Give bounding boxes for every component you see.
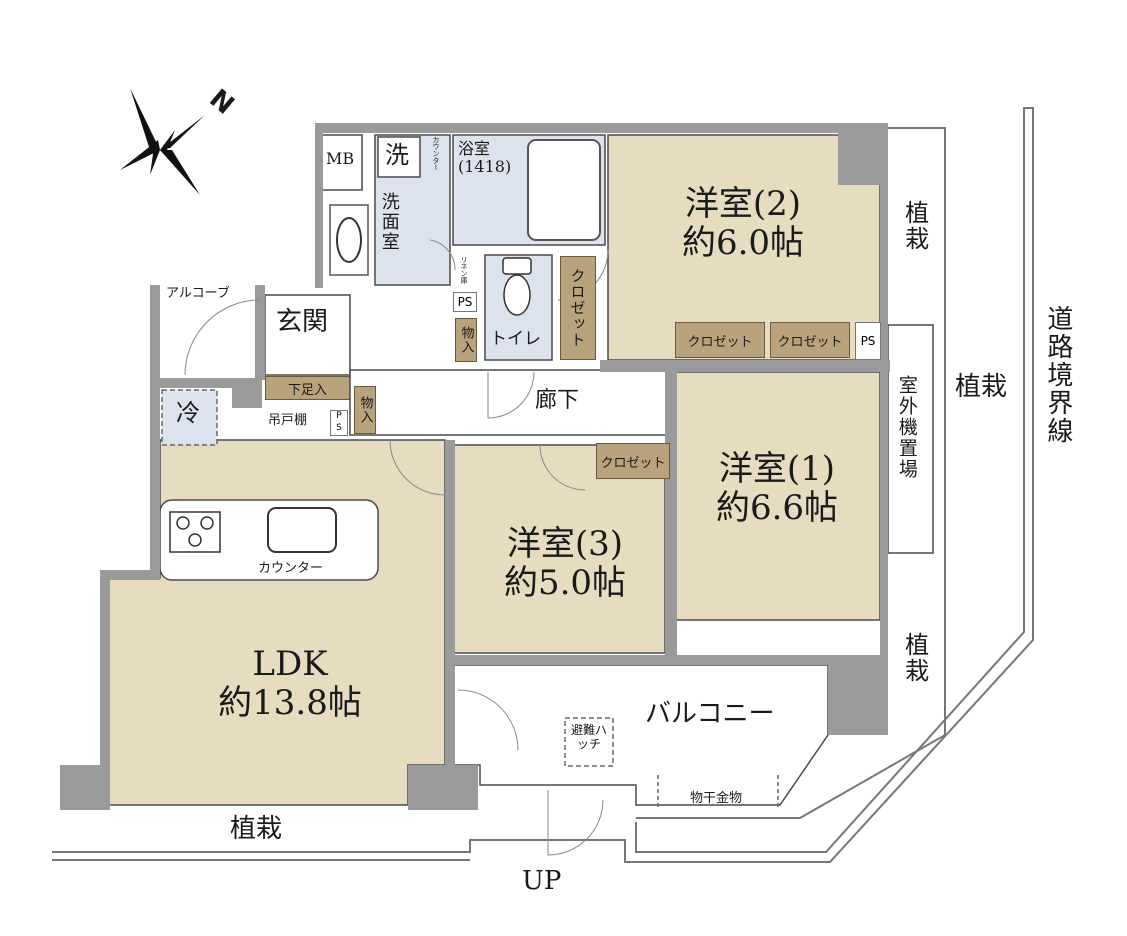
road-boundary-label: 道路境界線 [1042,305,1073,445]
floor-outdoor-unit [887,324,934,554]
linen-label: リネン庫 [460,256,469,284]
room-western-1-name: 洋室(1) [718,449,836,489]
room-bathroom: 浴室 (1418) [458,139,512,177]
storage-tag-2: 物入 [354,386,376,434]
room-bathroom-name: 浴室 [458,139,491,158]
room-washroom: 洗面室 [378,192,400,252]
outdoor-unit-label: 室外機置場 [895,375,918,480]
hanging-shelf-label: 吊戸棚 [268,413,308,428]
room-corridor: 廊下 [535,388,580,413]
room-western-3: 洋室(3) 約5.0帖 [470,524,660,604]
walls [60,123,890,810]
stove [169,511,221,553]
room-western-3-name: 洋室(3) [506,524,624,564]
ps-label-2: PS [855,322,881,360]
floor-balcony [452,664,829,806]
ps-label-3: PS [330,410,348,436]
floor-corridor [349,369,671,436]
room-western-3-size: 約5.0帖 [503,563,627,604]
bathtub [527,139,601,241]
room-western-2-size: 約6.0帖 [681,223,805,264]
room-western-2-name: 洋室(2) [684,184,802,224]
floor-mb [321,134,363,191]
up-label: UP [522,866,562,896]
room-entrance: 玄関 [276,307,329,337]
compass-rose [120,88,205,195]
fridge-box [161,389,218,446]
closet-tag-w1-left: クロゼット [675,322,765,358]
fridge-label: 冷 [176,399,200,427]
ps-label-1: PS [453,292,477,312]
planting-label-right: 植栽 [955,372,1008,402]
storage-tag-1: 物入 [455,318,477,362]
room-ldk-size: 約13.8帖 [218,683,362,724]
closet-tag-w1-right: クロゼット [770,322,850,358]
planting-label-bottom: 植栽 [230,814,283,844]
counter-small-label: カウンター [432,136,441,171]
floor-western-3 [452,444,666,654]
floor-wash-machine [377,136,421,178]
toilet-bowl [503,274,531,316]
planting-label-top-right: 植栽 [900,200,929,252]
room-western-1: 洋室(1) 約6.6帖 [682,449,872,529]
kitchen-sink [267,507,337,553]
alcove-label: アルコーブ [166,286,230,301]
room-western-2: 洋室(2) 約6.0帖 [648,184,838,264]
planting-label-mid-right: 植栽 [900,632,929,684]
kitchen-counter-label: カウンター [258,561,324,576]
wash-basin-bowl [336,217,362,263]
shoe-storage-tag: 下足入 [265,376,350,400]
room-balcony: バルコニー [645,699,775,729]
room-bathroom-size: (1418) [458,157,512,177]
wash-machine-label: 洗 [385,141,409,169]
mb-label: MB [326,149,355,168]
room-western-1-size: 約6.6帖 [715,488,839,529]
closet-tag-toilet: クロゼット [560,256,596,360]
closet-tag-w3: クロゼット [596,443,670,479]
boundary-lines [52,107,1034,863]
toilet-tank [502,257,532,275]
evac-hatch-box [564,717,614,767]
room-toilet: トイレ [490,329,541,349]
evac-hatch-label: 避難ハッチ [570,723,607,751]
room-ldk: LDK 約13.8帖 [180,644,400,724]
room-ldk-name: LDK [252,644,328,684]
drying-rod-label: 物干金物 [690,791,743,806]
